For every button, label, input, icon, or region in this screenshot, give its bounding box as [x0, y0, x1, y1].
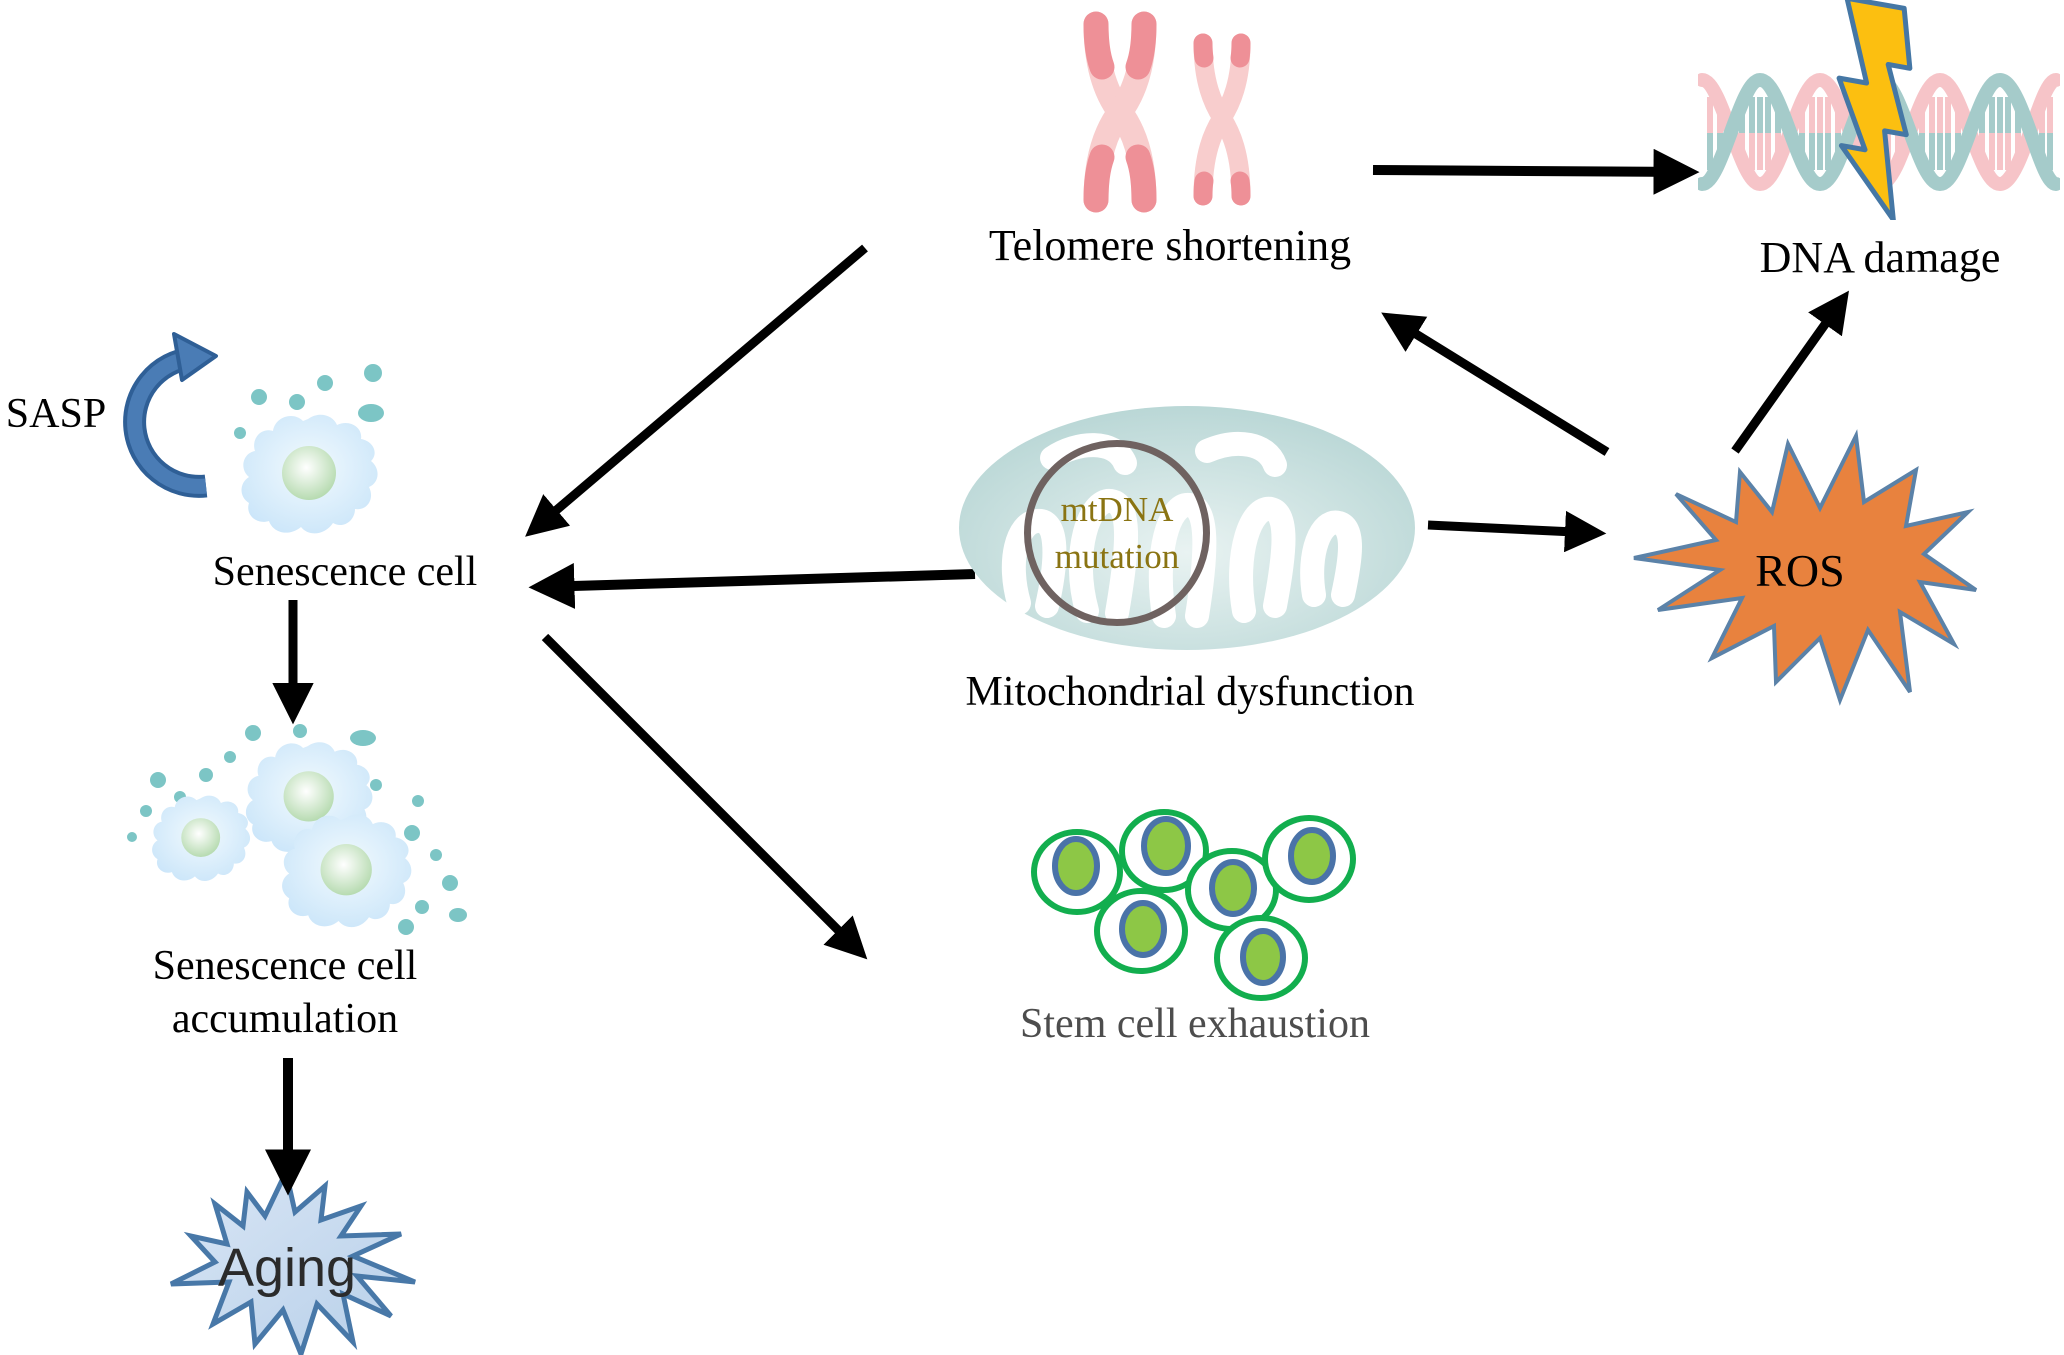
- senescence-accumulation-label: Senescence cell accumulation: [85, 940, 485, 1045]
- chromosome-icon: [1083, 11, 1251, 213]
- senescence-cell-label: Senescence cell: [212, 549, 478, 595]
- dna-damage-label: DNA damage: [1759, 233, 2001, 282]
- sasp-secretion-dots: [234, 364, 384, 439]
- senescence-accumulation-icon: [127, 724, 467, 935]
- arrow-telomere-to-senescence: [525, 244, 868, 537]
- mtdna-mutation-circle: mtDNA mutation: [1024, 440, 1210, 626]
- arrow-mito-to-ros: [1427, 510, 1607, 553]
- mtdna-mutation-line1: mtDNA: [1060, 489, 1174, 529]
- ros-label: ROS: [1755, 545, 1845, 596]
- lightning-bolt-icon: [1836, 0, 1913, 220]
- arrow-ros-to-dna: [1731, 290, 1849, 454]
- sasp-label: SASP: [5, 391, 107, 437]
- ros-star-icon: [1633, 429, 1978, 706]
- mtdna-mutation-line2: mutation: [1054, 537, 1180, 576]
- telomere-shortening-label: Telomere shortening: [988, 221, 1352, 270]
- arrow-ros-to-telomere: [1381, 312, 1610, 456]
- aging-label: Aging: [217, 1238, 357, 1298]
- senescence-cell-icon: [234, 364, 384, 534]
- arrow-mito-to-senescence: [528, 562, 976, 609]
- sasp-arrow-icon: [123, 332, 218, 498]
- arrow-senescence-to-stemcell: [541, 633, 868, 960]
- stem-cell-exhaustion-label: Stem cell exhaustion: [1020, 1001, 1370, 1047]
- accumulation-label-line2: accumulation: [171, 995, 399, 1042]
- mitochondrial-dysfunction-label: Mitochondrial dysfunction: [965, 669, 1415, 715]
- arrow-chromosome-to-dna: [1372, 148, 1700, 195]
- aging-star-icon: [169, 1164, 416, 1355]
- stem-cells-icon: [1031, 809, 1356, 1001]
- accumulation-label-line1: Senescence cell: [152, 943, 418, 989]
